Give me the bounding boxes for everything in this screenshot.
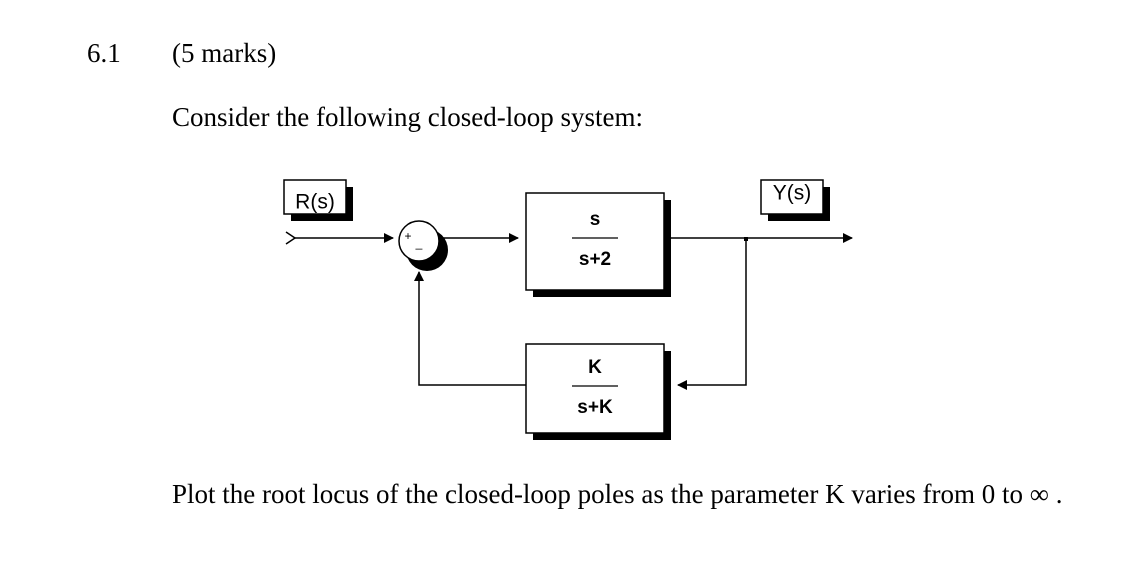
feedback-signal-line-left bbox=[414, 271, 526, 386]
input-label-box: R(s) bbox=[283, 179, 353, 221]
forward-numerator: s bbox=[590, 209, 601, 230]
input-signal-line bbox=[285, 231, 394, 245]
feedback-signal-line-right bbox=[677, 238, 747, 390]
question-number: 6.1 bbox=[87, 38, 121, 68]
plus-sign: + bbox=[404, 229, 411, 243]
feedback-numerator: K bbox=[588, 357, 602, 378]
question-marks: (5 marks) bbox=[172, 38, 277, 68]
summing-junction: + _ bbox=[398, 220, 448, 271]
forward-block: s s+2 bbox=[525, 192, 671, 297]
feedback-block: K s+K bbox=[525, 343, 671, 440]
minus-sign: _ bbox=[415, 236, 423, 250]
forward-denominator: s+2 bbox=[579, 249, 611, 270]
question-intro: Consider the following closed-loop syste… bbox=[172, 102, 643, 132]
feedback-denominator: s+K bbox=[577, 397, 613, 418]
output-label: Y(s) bbox=[773, 182, 812, 205]
question-task: Plot the root locus of the closed-loop p… bbox=[172, 479, 1063, 509]
input-label: R(s) bbox=[295, 191, 335, 214]
output-label-box: Y(s) bbox=[760, 179, 830, 221]
